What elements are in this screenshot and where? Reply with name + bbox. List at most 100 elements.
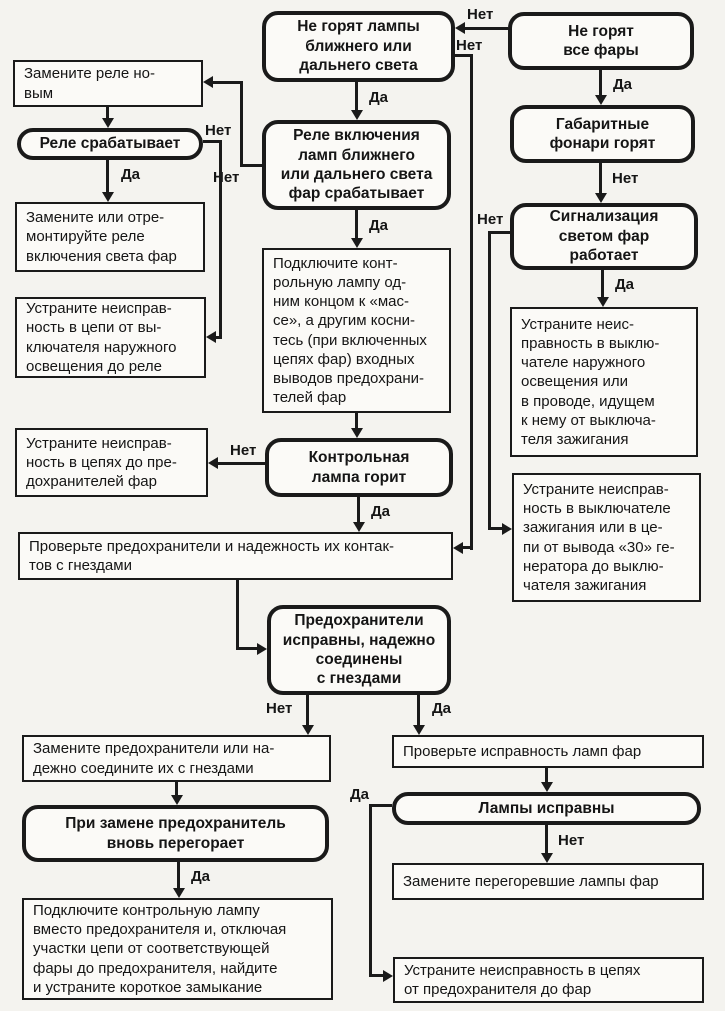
node-text: Контрольная лампа горит (308, 449, 410, 486)
connector-segment (236, 647, 259, 650)
connector-segment (355, 413, 358, 429)
connector-segment (465, 27, 508, 30)
node-text: Лампы исправны (478, 799, 615, 817)
arrowhead-down-icon (351, 238, 363, 248)
arrowhead-down-icon (102, 118, 114, 128)
edge-label-no: Нет (456, 37, 483, 54)
edge-label-yes: Да (613, 76, 633, 93)
arrowhead-down-icon (302, 725, 314, 735)
arrowhead-left-icon (206, 331, 216, 343)
connector-segment (545, 825, 548, 854)
node-replace-relay: Замените реле но- вым (13, 60, 203, 107)
connector-segment (357, 497, 360, 523)
node-no-all-lamps: Не горят все фары (508, 12, 694, 70)
edge-label-no: Нет (266, 700, 293, 717)
connector-segment (175, 782, 178, 796)
connector-segment (219, 140, 222, 339)
node-text: Предохранители исправны, надежно соедине… (282, 612, 436, 688)
node-test-lamp-lights: Контрольная лампа горит (265, 438, 453, 497)
connector-segment (601, 270, 604, 298)
connector-segment (218, 462, 265, 465)
connector-segment (355, 82, 358, 111)
arrowhead-right-icon (502, 523, 512, 535)
node-relay-switch-works: Реле включения ламп ближнего или дальнег… (262, 120, 451, 210)
arrowhead-down-icon (597, 297, 609, 307)
node-text: Устраните неисправ- ность в выключателе … (523, 481, 675, 594)
edge-label-yes: Да (350, 786, 370, 803)
node-find-short: Подключите контрольную лампу вместо пред… (22, 898, 333, 1000)
node-replace-repair-relay: Замените или отре- монтируйте реле включ… (15, 202, 205, 272)
connector-segment (106, 160, 109, 193)
connector-segment (369, 974, 385, 977)
connector-segment (455, 54, 473, 57)
arrowhead-down-icon (413, 725, 425, 735)
connector-segment (203, 140, 222, 143)
node-text: Реле включения ламп ближнего или дальнег… (280, 127, 433, 203)
edge-label-yes: Да (369, 89, 389, 106)
arrowhead-down-icon (541, 782, 553, 792)
connector-segment (214, 336, 222, 339)
node-text: Замените реле но- вым (24, 65, 156, 102)
connector-segment (490, 231, 510, 234)
node-text: Габаритные фонари горят (549, 115, 656, 152)
node-fix-fuse-to-lamps: Устраните неисправность в цепях от предо… (393, 957, 704, 1003)
connector-segment (177, 862, 180, 889)
connector-segment (212, 81, 242, 84)
node-text: Не горят все фары (563, 22, 639, 59)
connector-segment (488, 231, 491, 530)
arrowhead-down-icon (595, 193, 607, 203)
connector-segment (106, 107, 109, 119)
node-replace-lamps: Замените перегоревшие лампы фар (392, 863, 704, 900)
connector-segment (461, 546, 473, 549)
connector-segment (470, 54, 473, 550)
node-text: Замените перегоревшие лампы фар (403, 872, 659, 890)
arrowhead-left-icon (208, 457, 218, 469)
node-text: При замене предохранитель вновь перегора… (65, 815, 286, 852)
edge-label-yes: Да (369, 217, 389, 234)
arrowhead-left-icon (453, 542, 463, 554)
edge-label-yes: Да (432, 700, 452, 717)
node-check-lamps: Проверьте исправность ламп фар (392, 735, 704, 768)
arrowhead-down-icon (353, 522, 365, 532)
node-fix-circuits-to-fuses: Устраните неисправ- ность в цепях до пре… (15, 428, 208, 497)
node-fuses-ok: Предохранители исправны, надежно соедине… (267, 605, 451, 695)
arrowhead-down-icon (541, 853, 553, 863)
node-text: Сигнализация светом фар работает (549, 208, 659, 265)
connector-segment (599, 163, 602, 194)
connector-segment (236, 580, 239, 650)
connector-segment (240, 81, 243, 167)
edge-label-no: Нет (467, 6, 494, 23)
node-text: Реле срабатывает (39, 135, 181, 153)
arrowhead-left-icon (455, 22, 465, 34)
edge-label-yes: Да (121, 166, 141, 183)
edge-label-yes: Да (615, 276, 635, 293)
node-fix-ext-light-switch: Устраните неис- правность в выклю- чател… (510, 307, 698, 457)
connector-segment (488, 527, 504, 530)
edge-label-no: Нет (558, 832, 585, 849)
arrowhead-left-icon (203, 76, 213, 88)
node-text: Не горят лампы ближнего или дальнего све… (297, 18, 420, 75)
edge-label-no: Нет (230, 442, 257, 459)
edge-label-no: Нет (205, 122, 232, 139)
connector-segment (599, 70, 602, 96)
edge-label-yes: Да (371, 503, 391, 520)
node-no-low-high-beams: Не горят лампы ближнего или дальнего све… (262, 11, 455, 82)
node-text: Проверьте предохранители и надежность их… (29, 537, 395, 574)
node-text: Устраните неис- правность в выклю- чател… (521, 316, 660, 448)
node-text: Устраните неисправ- ность в цепи от вы- … (26, 300, 177, 375)
connector-segment (545, 768, 548, 783)
node-text: Замените или отре- монтируйте реле включ… (26, 209, 177, 265)
node-connect-test-lamp: Подключите конт- рольную лампу од- ним к… (262, 248, 451, 413)
arrowhead-down-icon (351, 110, 363, 120)
node-flash-signal-works: Сигнализация светом фар работает (510, 203, 698, 270)
arrowhead-down-icon (351, 428, 363, 438)
edge-label-no: Нет (477, 211, 504, 228)
connector-segment (355, 210, 358, 239)
edge-label-yes: Да (191, 868, 211, 885)
node-relay-works: Реле срабатывает (17, 128, 203, 160)
arrowhead-down-icon (173, 888, 185, 898)
node-lamps-ok: Лампы исправны (392, 792, 701, 825)
arrowhead-down-icon (102, 192, 114, 202)
connector-segment (369, 804, 392, 807)
